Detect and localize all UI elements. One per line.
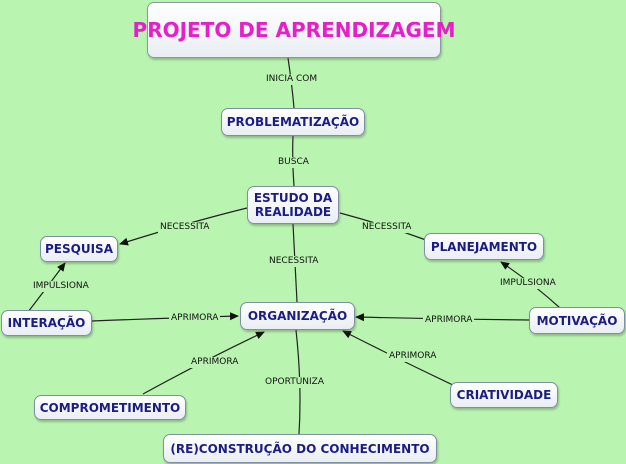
node-label: PLANEJAMENTO xyxy=(430,239,538,254)
link-label-aprimora-motivacao: APRIMORA xyxy=(423,315,475,326)
node-label-line2: REALIDADE xyxy=(254,205,332,219)
node-organizacao[interactable]: ORGANIZAÇÃO xyxy=(240,302,355,330)
node-label: (RE)CONSTRUÇÃO DO CONHECIMENTO xyxy=(170,441,430,456)
node-interacao[interactable]: INTERAÇÃO xyxy=(1,310,92,336)
node-comprometimento[interactable]: COMPROMETIMENTO xyxy=(34,395,186,420)
node-criatividade[interactable]: CRIATIVIDADE xyxy=(450,382,558,408)
node-reconstrucao-do-conhecimento[interactable]: (RE)CONSTRUÇÃO DO CONHECIMENTO xyxy=(163,434,437,463)
node-motivacao[interactable]: MOTIVAÇÃO xyxy=(529,307,625,334)
node-problematizacao[interactable]: PROBLEMATIZAÇÃO xyxy=(221,108,365,136)
link-label-necessita-pesquisa: NECESSITA xyxy=(158,222,212,233)
node-planejamento[interactable]: PLANEJAMENTO xyxy=(424,233,544,260)
link-label-impulsiona-planejamento: IMPULSIONA xyxy=(498,278,558,289)
link-label-necessita-organizacao: NECESSITA xyxy=(267,256,321,267)
node-label: PROBLEMATIZAÇÃO xyxy=(226,115,360,129)
node-label: MOTIVAÇÃO xyxy=(536,313,618,328)
node-label: CRIATIVIDADE xyxy=(456,388,552,402)
link-label-aprimora-criatividade: APRIMORA xyxy=(387,351,439,362)
node-label: INTERAÇÃO xyxy=(7,316,86,330)
link-label-oportuniza: OPORTUNIZA xyxy=(263,377,326,388)
root-node-projeto-de-aprendizagem[interactable]: PROJETO DE APRENDIZAGEM xyxy=(133,2,455,58)
link-aprimora-interacao xyxy=(91,312,239,322)
link-label-impulsiona-pesquisa: IMPULSIONA xyxy=(31,281,91,292)
node-label-line1: ESTUDO DA xyxy=(253,191,333,205)
link-label-aprimora-comprometimento: APRIMORA xyxy=(189,357,241,368)
link-label-necessita-planejamento: NECESSITA xyxy=(360,222,414,233)
node-estudo-da-realidade[interactable]: ESTUDO DA REALIDADE xyxy=(247,186,339,224)
node-label: PESQUISA xyxy=(45,242,113,256)
link-label-busca: BUSCA xyxy=(276,157,311,168)
root-node-label: PROJETO DE APRENDIZAGEM xyxy=(132,18,456,42)
link-label-inicia-com: INICIA COM xyxy=(264,74,320,85)
node-label: ORGANIZAÇÃO xyxy=(247,309,348,323)
node-pesquisa[interactable]: PESQUISA xyxy=(40,236,118,262)
link-label-aprimora-interacao: APRIMORA xyxy=(169,313,221,324)
node-label: COMPROMETIMENTO xyxy=(39,400,181,415)
